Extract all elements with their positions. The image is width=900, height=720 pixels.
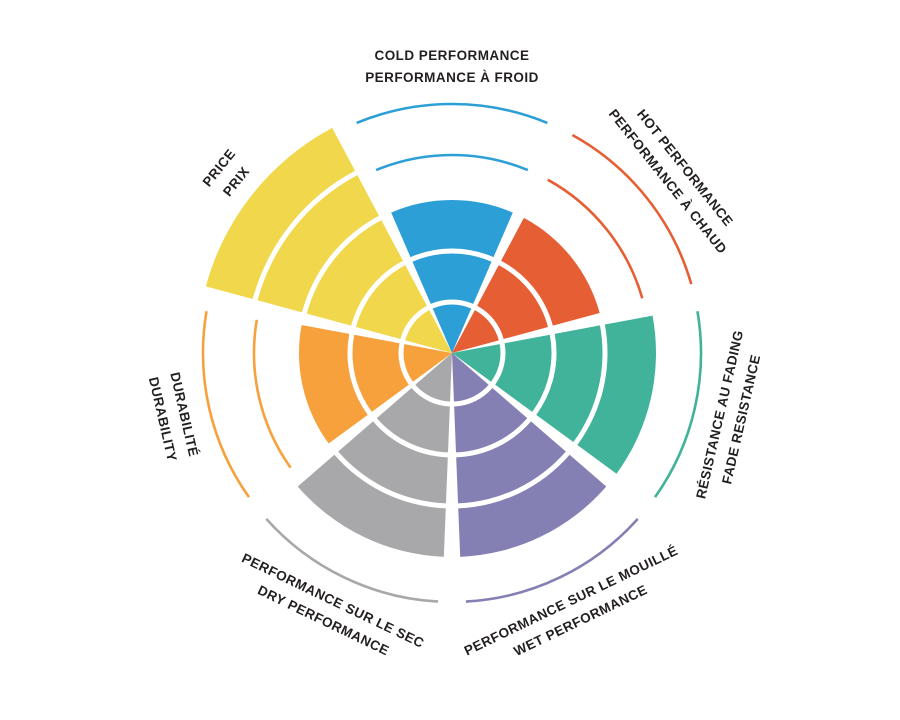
wedge-band-price-5: [205, 127, 356, 300]
wedge-band-hot-performance-2: [477, 265, 549, 340]
wedge-band-cold-performance-2: [412, 253, 492, 304]
sector-dry-performance: [265, 353, 452, 603]
level-arc-dry-performance-5: [265, 518, 439, 603]
wedge-band-dry-performance-3: [338, 421, 448, 504]
wedge-band-cold-performance-1: [432, 304, 472, 353]
sector-label-cold-performance: COLD PERFORMANCE PERFORMANCE À FROID: [365, 45, 539, 89]
wedge-band-fade-resistance-4: [577, 315, 657, 474]
wedge-band-dry-performance-2: [376, 388, 450, 453]
level-arc-hot-performance-5: [571, 133, 693, 285]
wedge-band-hot-performance-3: [501, 217, 600, 326]
wedge-band-wet-performance-1: [452, 353, 489, 402]
wedge-band-cold-performance-3: [391, 200, 513, 258]
wedge-band-wet-performance-4: [458, 454, 607, 557]
wedge-band-durability-2: [352, 334, 409, 412]
level-arc-durability-5: [201, 311, 251, 498]
level-arc-durability-4: [252, 319, 292, 469]
sector-durability: [201, 311, 452, 498]
sector-label-cold-performance-line-2: PERFORMANCE À FROID: [365, 70, 539, 85]
wedge-band-price-1: [405, 310, 452, 353]
wedge-band-price-2: [355, 265, 427, 340]
wedge-band-wet-performance-3: [456, 421, 566, 504]
sector-wet-performance: [452, 353, 639, 603]
wedge-band-fade-resistance-2: [495, 334, 552, 412]
sector-fade-resistance: [452, 311, 703, 498]
wedge-band-fade-resistance-1: [452, 344, 501, 382]
wedge-band-hot-performance-1: [452, 310, 499, 353]
wedge-band-durability-1: [403, 344, 452, 382]
sector-price: [205, 127, 452, 353]
level-arc-fade-resistance-5: [653, 311, 703, 498]
level-arc-cold-performance-5: [356, 102, 548, 125]
wedge-band-wet-performance-2: [454, 388, 528, 453]
wedge-band-fade-resistance-3: [536, 325, 603, 443]
sector-label-cold-performance-line-1: COLD PERFORMANCE: [374, 48, 530, 63]
wedge-band-price-3: [306, 220, 403, 326]
level-arc-wet-performance-5: [465, 518, 639, 603]
wedge-band-dry-performance-1: [415, 353, 452, 402]
level-arc-cold-performance-4: [375, 153, 529, 172]
sector-hot-performance: [452, 133, 693, 353]
wedge-band-price-4: [257, 175, 379, 313]
sector-cold-performance: [356, 102, 548, 353]
wedge-band-durability-3: [299, 324, 368, 444]
wedge-band-dry-performance-4: [297, 454, 446, 557]
level-arc-hot-performance-4: [547, 178, 644, 299]
